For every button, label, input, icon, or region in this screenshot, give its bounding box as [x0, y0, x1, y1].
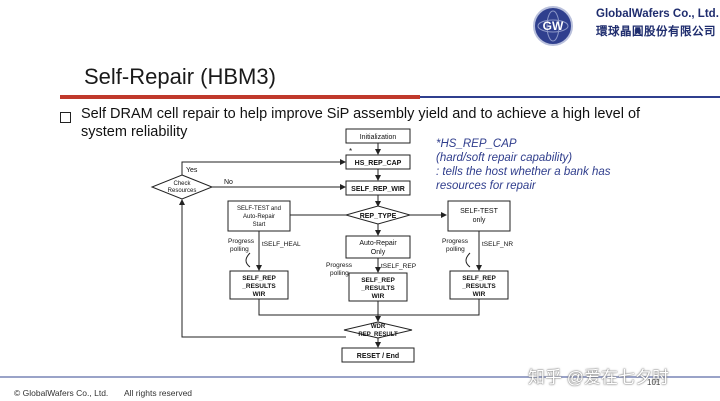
- accent-bar-red: [60, 95, 420, 99]
- tself-rep-label: tSELF_REP: [381, 263, 416, 270]
- results-left-line2: _RESULTS: [241, 283, 276, 290]
- zhihu-watermark: 知乎 @爱在七夕时: [528, 368, 669, 387]
- arrow-yes: [181, 159, 346, 175]
- logo-text: GW: [543, 19, 564, 33]
- check-resources-line2: Resources: [168, 188, 197, 194]
- tself-heal-label: tSELF_HEAL: [262, 241, 301, 248]
- self-repair-flowchart: Initialization HS_REP_CAP * SELF_REP_WIR…: [150, 128, 513, 363]
- results-right-line2: _RESULTS: [461, 283, 496, 290]
- results-right-line3: WIR: [473, 291, 486, 298]
- company-name-zh: 環球晶圓股份有限公司: [596, 26, 716, 38]
- left-progress-line1: Progress: [228, 238, 255, 245]
- right-polling-loop: [465, 252, 471, 268]
- mid-box-line2: Only: [371, 249, 386, 256]
- title-underline: [60, 95, 720, 99]
- right-box-line1: SELF-TEST: [460, 208, 498, 215]
- mid-box-line1: Auto-Repair: [359, 240, 397, 247]
- accent-bar-blue: [420, 96, 720, 98]
- merge-left: [258, 299, 378, 316]
- company-logo: GW: [533, 6, 573, 46]
- results-mid-line2: _RESULTS: [360, 285, 395, 292]
- reset-end-label: RESET / End: [357, 353, 399, 360]
- wdr-line2: REP_RESULT: [358, 332, 398, 338]
- rep-type-label: REP_TYPE: [360, 213, 397, 220]
- results-mid-line1: SELF_REP: [361, 277, 395, 284]
- results-mid-line3: WIR: [372, 293, 385, 300]
- selftest-only-box: [447, 200, 511, 232]
- reset-end-box: [341, 347, 415, 363]
- results-left-line1: SELF_REP: [242, 275, 276, 282]
- results-box-left: [229, 270, 289, 300]
- check-resources-diamond: [150, 174, 214, 200]
- check-resources-line1: Check: [173, 181, 191, 187]
- note-line-4: resources for repair: [436, 180, 536, 192]
- footer-divider: [0, 376, 720, 378]
- page-number: 101: [647, 378, 661, 387]
- no-label: No: [224, 179, 233, 186]
- slide-title: Self-Repair (HBM3): [84, 64, 276, 89]
- bullet-square-icon: [60, 112, 71, 123]
- right-progress-line2: polling: [446, 246, 465, 253]
- company-name-en: GlobalWafers Co., Ltd.: [596, 8, 719, 20]
- globe-icon: GW: [537, 10, 569, 42]
- left-box-line1: SELF-TEST and: [237, 206, 281, 212]
- arrow-loop-back: [179, 199, 346, 338]
- hs-rep-cap-label: HS_REP_CAP: [355, 160, 402, 167]
- results-box-right: [449, 270, 509, 300]
- left-progress-line2: polling: [230, 246, 249, 253]
- bullet-text: Self DRAM cell repair to help improve Si…: [81, 106, 641, 140]
- note-line-2: (hard/soft repair capability): [436, 152, 573, 164]
- mid-progress-line2: polling: [330, 270, 349, 277]
- footer-copyright: © GlobalWafers Co., Ltd.: [14, 388, 109, 398]
- footer-rights: All rights reserved: [124, 388, 193, 398]
- mid-progress-line1: Progress: [326, 262, 353, 269]
- hs-rep-cap-note: *HS_REP_CAP (hard/soft repair capability…: [436, 137, 611, 193]
- results-right-line1: SELF_REP: [462, 275, 496, 282]
- left-box-line3: Start: [253, 222, 266, 228]
- note-line-3: : tells the host whether a bank has: [436, 166, 611, 178]
- left-box-line2: Auto-Repair: [243, 214, 275, 220]
- init-label: Initialization: [360, 134, 397, 141]
- left-polling-loop: [245, 252, 251, 268]
- tself-nr-label: tSELF_NR: [482, 241, 513, 248]
- right-box-line2: only: [473, 217, 486, 224]
- wdr-line1: WDR: [371, 324, 386, 330]
- results-left-line3: WIR: [253, 291, 266, 298]
- hs-rep-cap-star: *: [349, 147, 352, 156]
- merge-right: [378, 299, 480, 316]
- right-progress-line1: Progress: [442, 238, 469, 245]
- results-box-mid: [348, 272, 408, 302]
- note-line-1: *HS_REP_CAP: [436, 138, 517, 150]
- yes-label: Yes: [186, 167, 198, 174]
- self-rep-wir-label: SELF_REP_WIR: [351, 186, 405, 193]
